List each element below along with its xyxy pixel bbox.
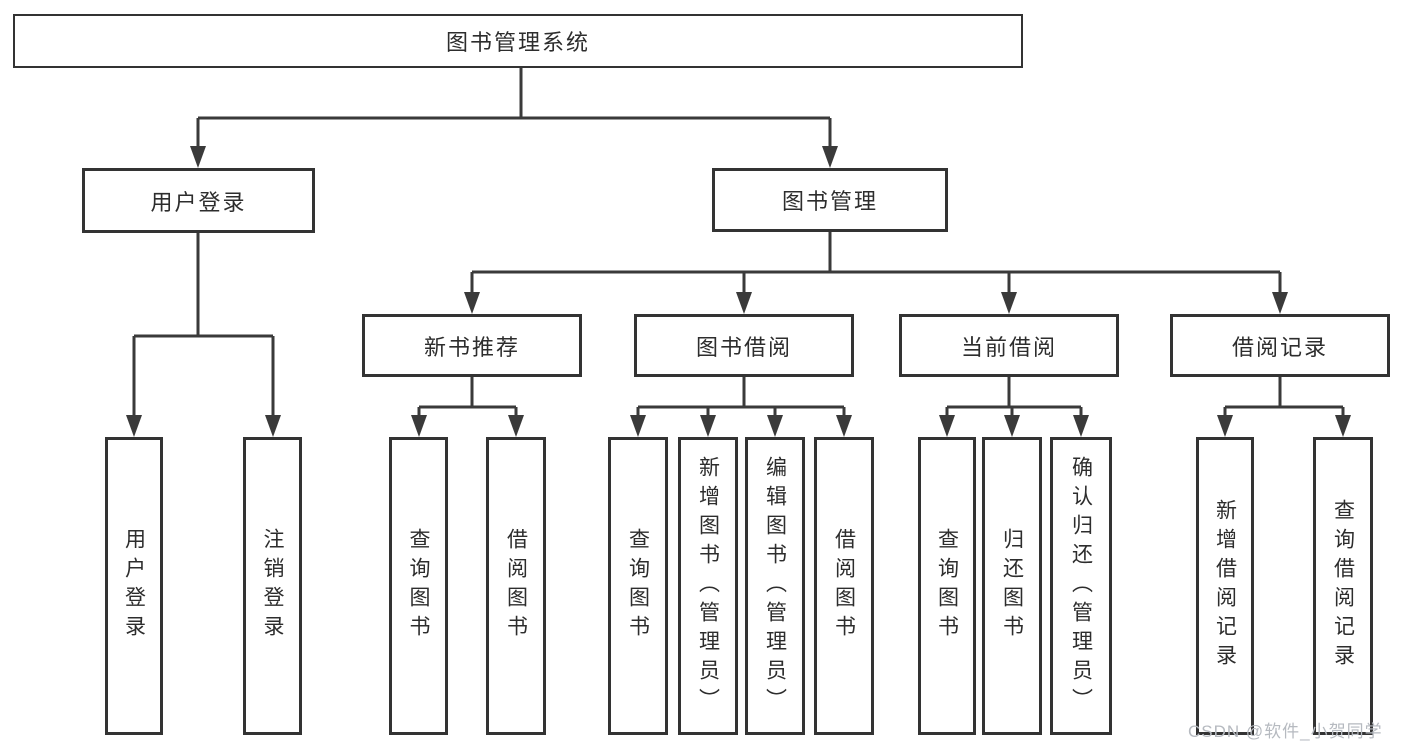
leaf-nbr-borrow-books: 借阅图书 [486, 437, 546, 735]
arrowhead-icons [126, 146, 1351, 437]
leaf-bb-borrow-books-label: 借阅图书 [832, 528, 856, 644]
leaf-cb-return-books: 归还图书 [982, 437, 1042, 735]
leaf-logout-label: 注销登录 [261, 528, 284, 644]
node-book-borrowing: 图书借阅 [634, 314, 854, 377]
node-root: 图书管理系统 [13, 14, 1023, 68]
leaf-bb-add-books-admin: 新增图书（管理员） [678, 437, 738, 735]
node-user-login-label: 用户登录 [150, 189, 247, 215]
leaf-cb-return-books-label: 归还图书 [1000, 528, 1024, 644]
leaf-cb-query-books-label: 查询图书 [935, 528, 959, 644]
node-borrowing-records: 借阅记录 [1170, 314, 1390, 377]
node-book-management-label: 图书管理 [781, 189, 878, 214]
leaf-bb-query-books-label: 查询图书 [626, 528, 650, 644]
leaf-bb-add-books-admin-label: 新增图书（管理员） [696, 455, 720, 717]
leaf-br-query-borrow-record-label: 查询借阅记录 [1331, 499, 1355, 673]
node-user-login: 用户登录 [82, 168, 315, 233]
node-book-management: 图书管理 [712, 168, 948, 232]
leaf-br-add-borrow-record-label: 新增借阅记录 [1213, 499, 1237, 673]
node-root-label: 图书管理系统 [445, 30, 590, 55]
leaf-cb-query-books: 查询图书 [918, 437, 976, 735]
node-new-book-recommendation: 新书推荐 [362, 314, 582, 377]
leaf-cb-confirm-return-admin-label: 确认归还（管理员） [1069, 455, 1093, 717]
leaf-user-login: 用户登录 [105, 437, 163, 735]
node-book-borrowing-label: 图书借阅 [695, 334, 792, 360]
leaf-bb-edit-books-admin: 编辑图书（管理员） [745, 437, 805, 735]
leaf-br-query-borrow-record: 查询借阅记录 [1313, 437, 1373, 735]
csdn-watermark: CSDN @软件_小贺同学 [1188, 722, 1383, 741]
leaf-nbr-query-books: 查询图书 [389, 437, 448, 735]
node-current-borrowing-label: 当前借阅 [960, 334, 1057, 360]
leaf-cb-confirm-return-admin: 确认归还（管理员） [1050, 437, 1112, 735]
node-borrowing-records-label: 借阅记录 [1231, 334, 1328, 360]
leaf-user-login-label: 用户登录 [122, 528, 146, 644]
leaf-bb-query-books: 查询图书 [608, 437, 668, 735]
tree-edges [132, 68, 1345, 416]
leaf-br-add-borrow-record: 新增借阅记录 [1196, 437, 1254, 735]
node-current-borrowing: 当前借阅 [899, 314, 1119, 377]
leaf-nbr-borrow-books-label: 借阅图书 [504, 528, 528, 644]
leaf-bb-borrow-books: 借阅图书 [814, 437, 874, 735]
node-new-book-recommendation-label: 新书推荐 [423, 334, 520, 360]
leaf-nbr-query-books-label: 查询图书 [407, 528, 430, 644]
leaf-logout: 注销登录 [243, 437, 302, 735]
leaf-bb-edit-books-admin-label: 编辑图书（管理员） [763, 455, 787, 717]
